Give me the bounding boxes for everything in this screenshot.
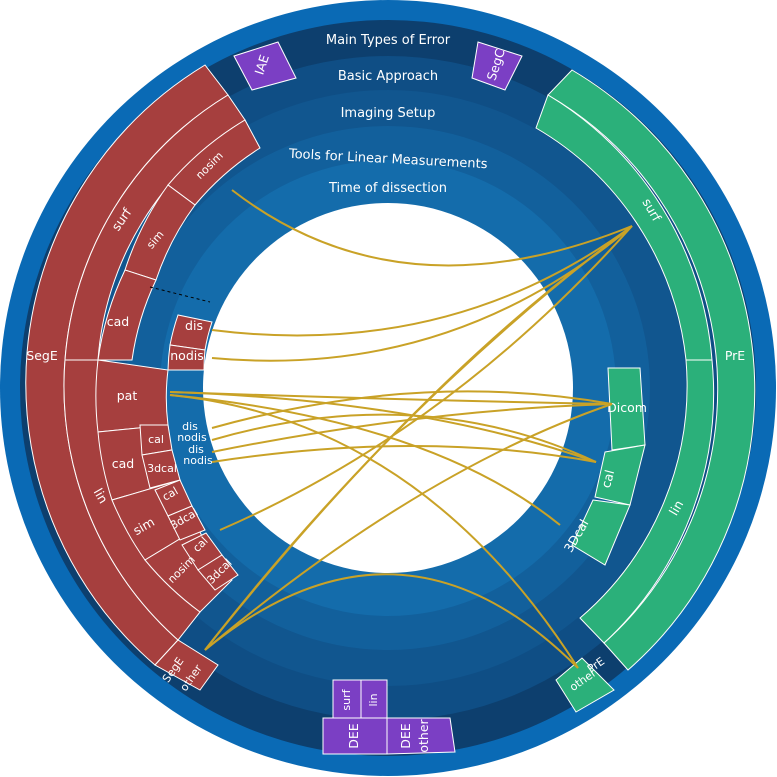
label-lin-red: lin — [91, 486, 111, 506]
inner-hole — [203, 203, 573, 573]
label-cal-green: cal — [598, 468, 617, 489]
label-PrE: PrE — [725, 348, 745, 363]
link-3dcal-surfgreen — [219, 225, 633, 531]
segment-PrE-group — [535, 69, 756, 713]
link-segEother-dicom — [204, 403, 613, 651]
chord-links — [169, 189, 633, 669]
label-3dcal-1: 3dcal — [147, 462, 177, 475]
segment-DEE-group — [322, 679, 456, 755]
label-cal-1: cal — [148, 433, 164, 446]
link-segEother-preother — [204, 573, 579, 669]
link-nodis3-cal — [211, 445, 597, 463]
link-dis-surfgreen — [211, 225, 633, 337]
label-Dicom: Dicom — [607, 400, 647, 415]
segment-SegE-group — [25, 64, 261, 691]
svg-text:IAE: IAE — [251, 53, 272, 77]
label-nodis-2: nodis — [177, 431, 207, 444]
link-pat-cal — [169, 391, 597, 463]
label-DEE-1: DEE — [346, 723, 361, 749]
segment-IAE: IAE — [233, 41, 297, 91]
label-cad-red: cad — [107, 314, 129, 329]
label-cad-lin: cad — [112, 456, 134, 471]
label-DEE-other: other — [416, 718, 431, 752]
ring-title-time-dissection: Time of dissection — [328, 181, 447, 196]
label-lin-purple: lin — [367, 693, 380, 706]
label-surf-purple: surf — [340, 688, 353, 710]
link-segEother-surfgreen-2 — [204, 235, 621, 651]
dashed-connector — [149, 286, 211, 303]
label-lin-green: lin — [666, 498, 686, 518]
ring-title-imaging-setup: Imaging Setup — [341, 106, 436, 121]
label-DEE-2: DEE — [398, 723, 413, 749]
ring-title-main-types: Main Types of Error — [326, 33, 451, 48]
link-pat-3dcal — [169, 394, 561, 526]
label-nodis-3: nodis — [183, 454, 213, 467]
label-dis-2: dis — [182, 420, 198, 433]
link-pat-preother — [169, 394, 579, 669]
label-pat: pat — [117, 388, 138, 403]
label-dis-red: dis — [185, 318, 203, 333]
label-nodis-red: nodis — [170, 348, 204, 363]
label-SegE: SegE — [26, 348, 58, 363]
link-nosim-surfgreen — [231, 189, 633, 267]
label-dis-3: dis — [188, 443, 204, 456]
ring-title-basic-approach: Basic Approach — [338, 69, 438, 84]
segment-SegC: SegC — [471, 41, 523, 91]
